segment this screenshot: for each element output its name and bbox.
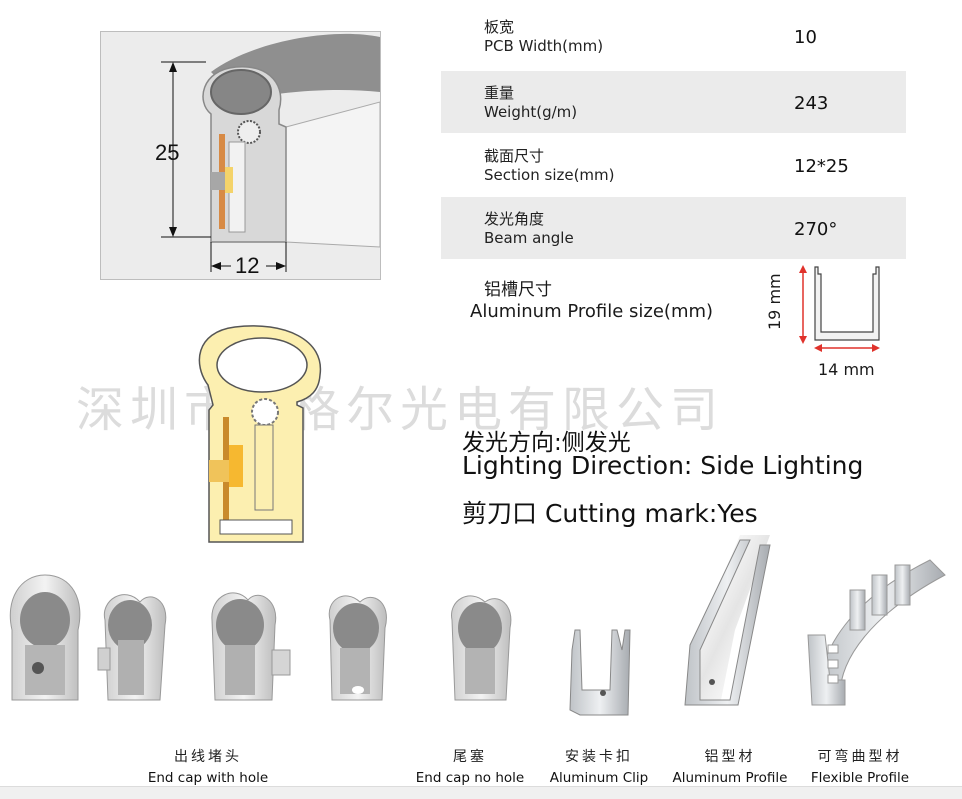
end-cap-with-hole-side-image [97, 594, 167, 701]
end-cap-side-outlet-image [211, 592, 291, 701]
lighting-direction-en: Lighting Direction: Side Lighting [462, 451, 864, 480]
aluminum-size-label-en: Aluminum Profile size(mm) [470, 301, 714, 322]
spec-value: 243 [794, 93, 829, 114]
spec-label-en: PCB Width(mm) [484, 37, 604, 55]
spec-label-en: Section size(mm) [484, 166, 615, 184]
accessory-cn-aluminum-profile: 铝型材 [704, 749, 756, 765]
lighting-direction-cn: 发光方向:侧发光 [462, 430, 631, 456]
glow-cross-section-drawing [198, 325, 322, 543]
accessory-cn-end-cap-with-hole: 出线堵头 [174, 749, 242, 765]
company-watermark: 深圳市雷格尔光电有限公司 [76, 382, 725, 438]
aluminum-clip-image [569, 629, 631, 716]
accessory-en-flexible-profile: Flexible Profile [810, 770, 910, 786]
aluminum-width-label: 14 mm [818, 360, 875, 379]
spec-value: 10 [794, 27, 817, 48]
end-cap-no-hole-image [451, 595, 512, 701]
end-cap-with-hole-image [9, 574, 81, 701]
accessory-cn-aluminum-clip: 安装卡扣 [565, 749, 633, 765]
bottom-bar [0, 786, 962, 799]
section-dimension-diagram: 25 12 [100, 31, 381, 280]
spec-value: 12*25 [794, 156, 849, 177]
accessory-en-aluminum-profile: Aluminum Profile [672, 770, 788, 786]
height-dimension-label: 25 [155, 140, 180, 165]
spec-label-cn: 板宽 [484, 18, 515, 36]
spec-label-en: Beam angle [484, 229, 574, 247]
accessory-en-end-cap-with-hole: End cap with hole [147, 770, 269, 786]
dimension-lines [161, 61, 287, 272]
neon-profile-3d-drawing [202, 33, 381, 248]
spec-row-section-size: 截面尺寸 Section size(mm) 12*25 [441, 134, 906, 196]
flexible-profile-image [807, 559, 946, 706]
aluminum-profile-drawing [799, 265, 880, 352]
accessory-en-aluminum-clip: Aluminum Clip [549, 770, 649, 786]
spec-row-weight: 重量 Weight(g/m) 243 [441, 71, 906, 133]
spec-row-pcb-width: 板宽 PCB Width(mm) 10 [441, 5, 906, 67]
spec-value: 270° [794, 219, 838, 240]
aluminum-size-label-cn: 铝槽尺寸 [484, 280, 552, 300]
accessories-images [9, 535, 946, 716]
spec-label-cn: 截面尺寸 [484, 147, 545, 165]
spec-label-en: Weight(g/m) [484, 103, 578, 121]
spec-row-beam-angle: 发光角度 Beam angle 270° [441, 197, 906, 259]
accessory-cn-flexible-profile: 可弯曲型材 [817, 749, 903, 765]
spec-label-cn: 重量 [484, 84, 515, 102]
spec-label-cn: 发光角度 [484, 210, 545, 228]
aluminum-height-label: 19 mm [765, 273, 784, 330]
accessory-cn-end-cap-no-hole: 尾塞 [453, 749, 487, 765]
cutting-mark: 剪刀口 Cutting mark:Yes [462, 499, 758, 528]
width-dimension-label: 12 [235, 253, 260, 278]
aluminum-profile-image [684, 535, 771, 706]
end-cap-bottom-hole-image [328, 595, 387, 701]
accessory-en-end-cap-no-hole: End cap no hole [415, 770, 525, 786]
